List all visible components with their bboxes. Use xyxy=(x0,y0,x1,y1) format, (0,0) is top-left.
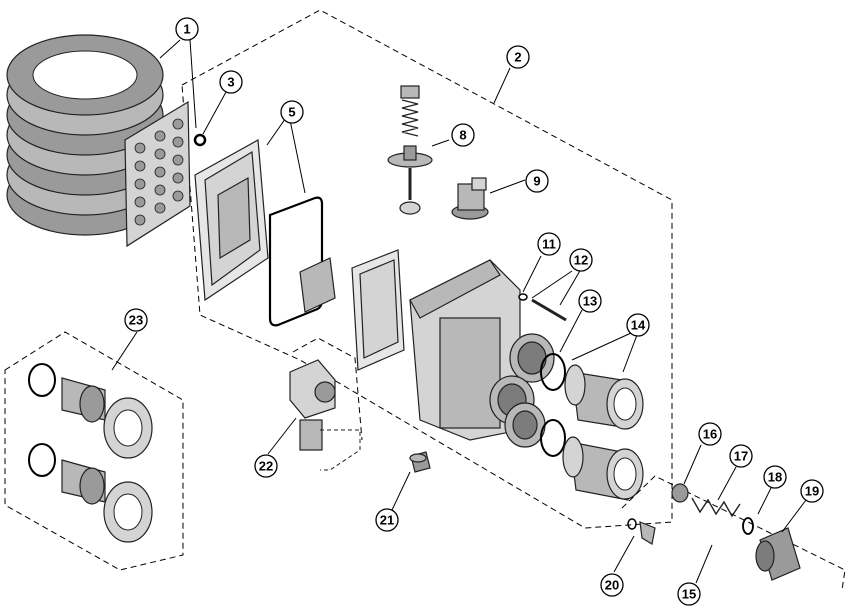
callout-5: 5 xyxy=(280,100,304,124)
callout-23: 23 xyxy=(124,308,148,332)
water-adapter-bottom xyxy=(562,436,644,501)
callout-17: 17 xyxy=(729,444,753,468)
bypass-o-ring xyxy=(742,517,754,535)
callout-14: 14 xyxy=(626,313,650,337)
header-cover-gasket xyxy=(351,249,405,371)
callout-15: 15 xyxy=(677,582,701,606)
callout-20: 20 xyxy=(600,573,624,597)
callout-19: 19 xyxy=(800,479,824,503)
svg-text:5: 5 xyxy=(288,105,295,120)
assembly-boundary-bypass xyxy=(292,337,363,441)
callout-3: 3 xyxy=(219,70,243,94)
svg-text:9: 9 xyxy=(533,174,540,189)
thermostat-switch xyxy=(451,177,489,220)
callout-18: 18 xyxy=(763,465,787,489)
svg-text:22: 22 xyxy=(259,459,273,474)
adapter-o-ring-top xyxy=(540,353,566,391)
svg-text:15: 15 xyxy=(682,587,696,602)
drain-plug xyxy=(409,451,431,473)
bypass-spring xyxy=(691,497,741,518)
header-bolt xyxy=(531,298,567,322)
callout-22: 22 xyxy=(254,454,278,478)
svg-text:2: 2 xyxy=(514,50,521,65)
svg-text:17: 17 xyxy=(734,449,748,464)
bolt-washer xyxy=(518,293,528,301)
svg-text:21: 21 xyxy=(380,513,394,528)
callout-1: 1 xyxy=(175,17,199,41)
bypass-valve-cap xyxy=(755,527,801,581)
svg-text:19: 19 xyxy=(805,484,819,499)
flow-baffle xyxy=(299,257,336,313)
callout-9: 9 xyxy=(525,169,549,193)
bypass-valve-assembly xyxy=(289,359,361,471)
header-baffle-plate xyxy=(194,139,269,302)
bypass-valve-group-boundary xyxy=(621,475,846,591)
svg-text:13: 13 xyxy=(583,294,597,309)
callout-11: 11 xyxy=(537,232,561,256)
inlet-outlet-header xyxy=(409,259,555,448)
svg-text:16: 16 xyxy=(703,427,717,442)
callout-2: 2 xyxy=(506,45,530,69)
heat-exchanger-coil xyxy=(6,34,191,248)
callout-16: 16 xyxy=(698,422,722,446)
bypass-valve-seat xyxy=(671,483,689,503)
union-kit xyxy=(28,363,153,543)
svg-text:3: 3 xyxy=(227,75,234,90)
svg-text:23: 23 xyxy=(129,313,143,328)
svg-text:1: 1 xyxy=(183,22,190,37)
svg-text:11: 11 xyxy=(542,237,556,252)
retaining-clip xyxy=(639,521,656,545)
svg-text:18: 18 xyxy=(768,470,782,485)
callout-21: 21 xyxy=(375,508,399,532)
svg-text:12: 12 xyxy=(574,253,588,268)
retaining-o-ring xyxy=(627,518,637,530)
pressure-relief-valve xyxy=(387,85,433,215)
adapter-o-ring-bottom xyxy=(540,419,566,457)
header-gasket xyxy=(268,196,324,327)
svg-text:20: 20 xyxy=(605,578,619,593)
leader-lines xyxy=(111,39,807,584)
water-adapter-top xyxy=(564,364,644,430)
svg-text:8: 8 xyxy=(459,128,466,143)
svg-text:14: 14 xyxy=(631,318,646,333)
coil-o-ring xyxy=(193,133,207,147)
callout-8: 8 xyxy=(451,123,475,147)
callout-12: 12 xyxy=(569,248,593,272)
assembly-boundary-unions xyxy=(4,331,184,571)
callout-13: 13 xyxy=(578,289,602,313)
